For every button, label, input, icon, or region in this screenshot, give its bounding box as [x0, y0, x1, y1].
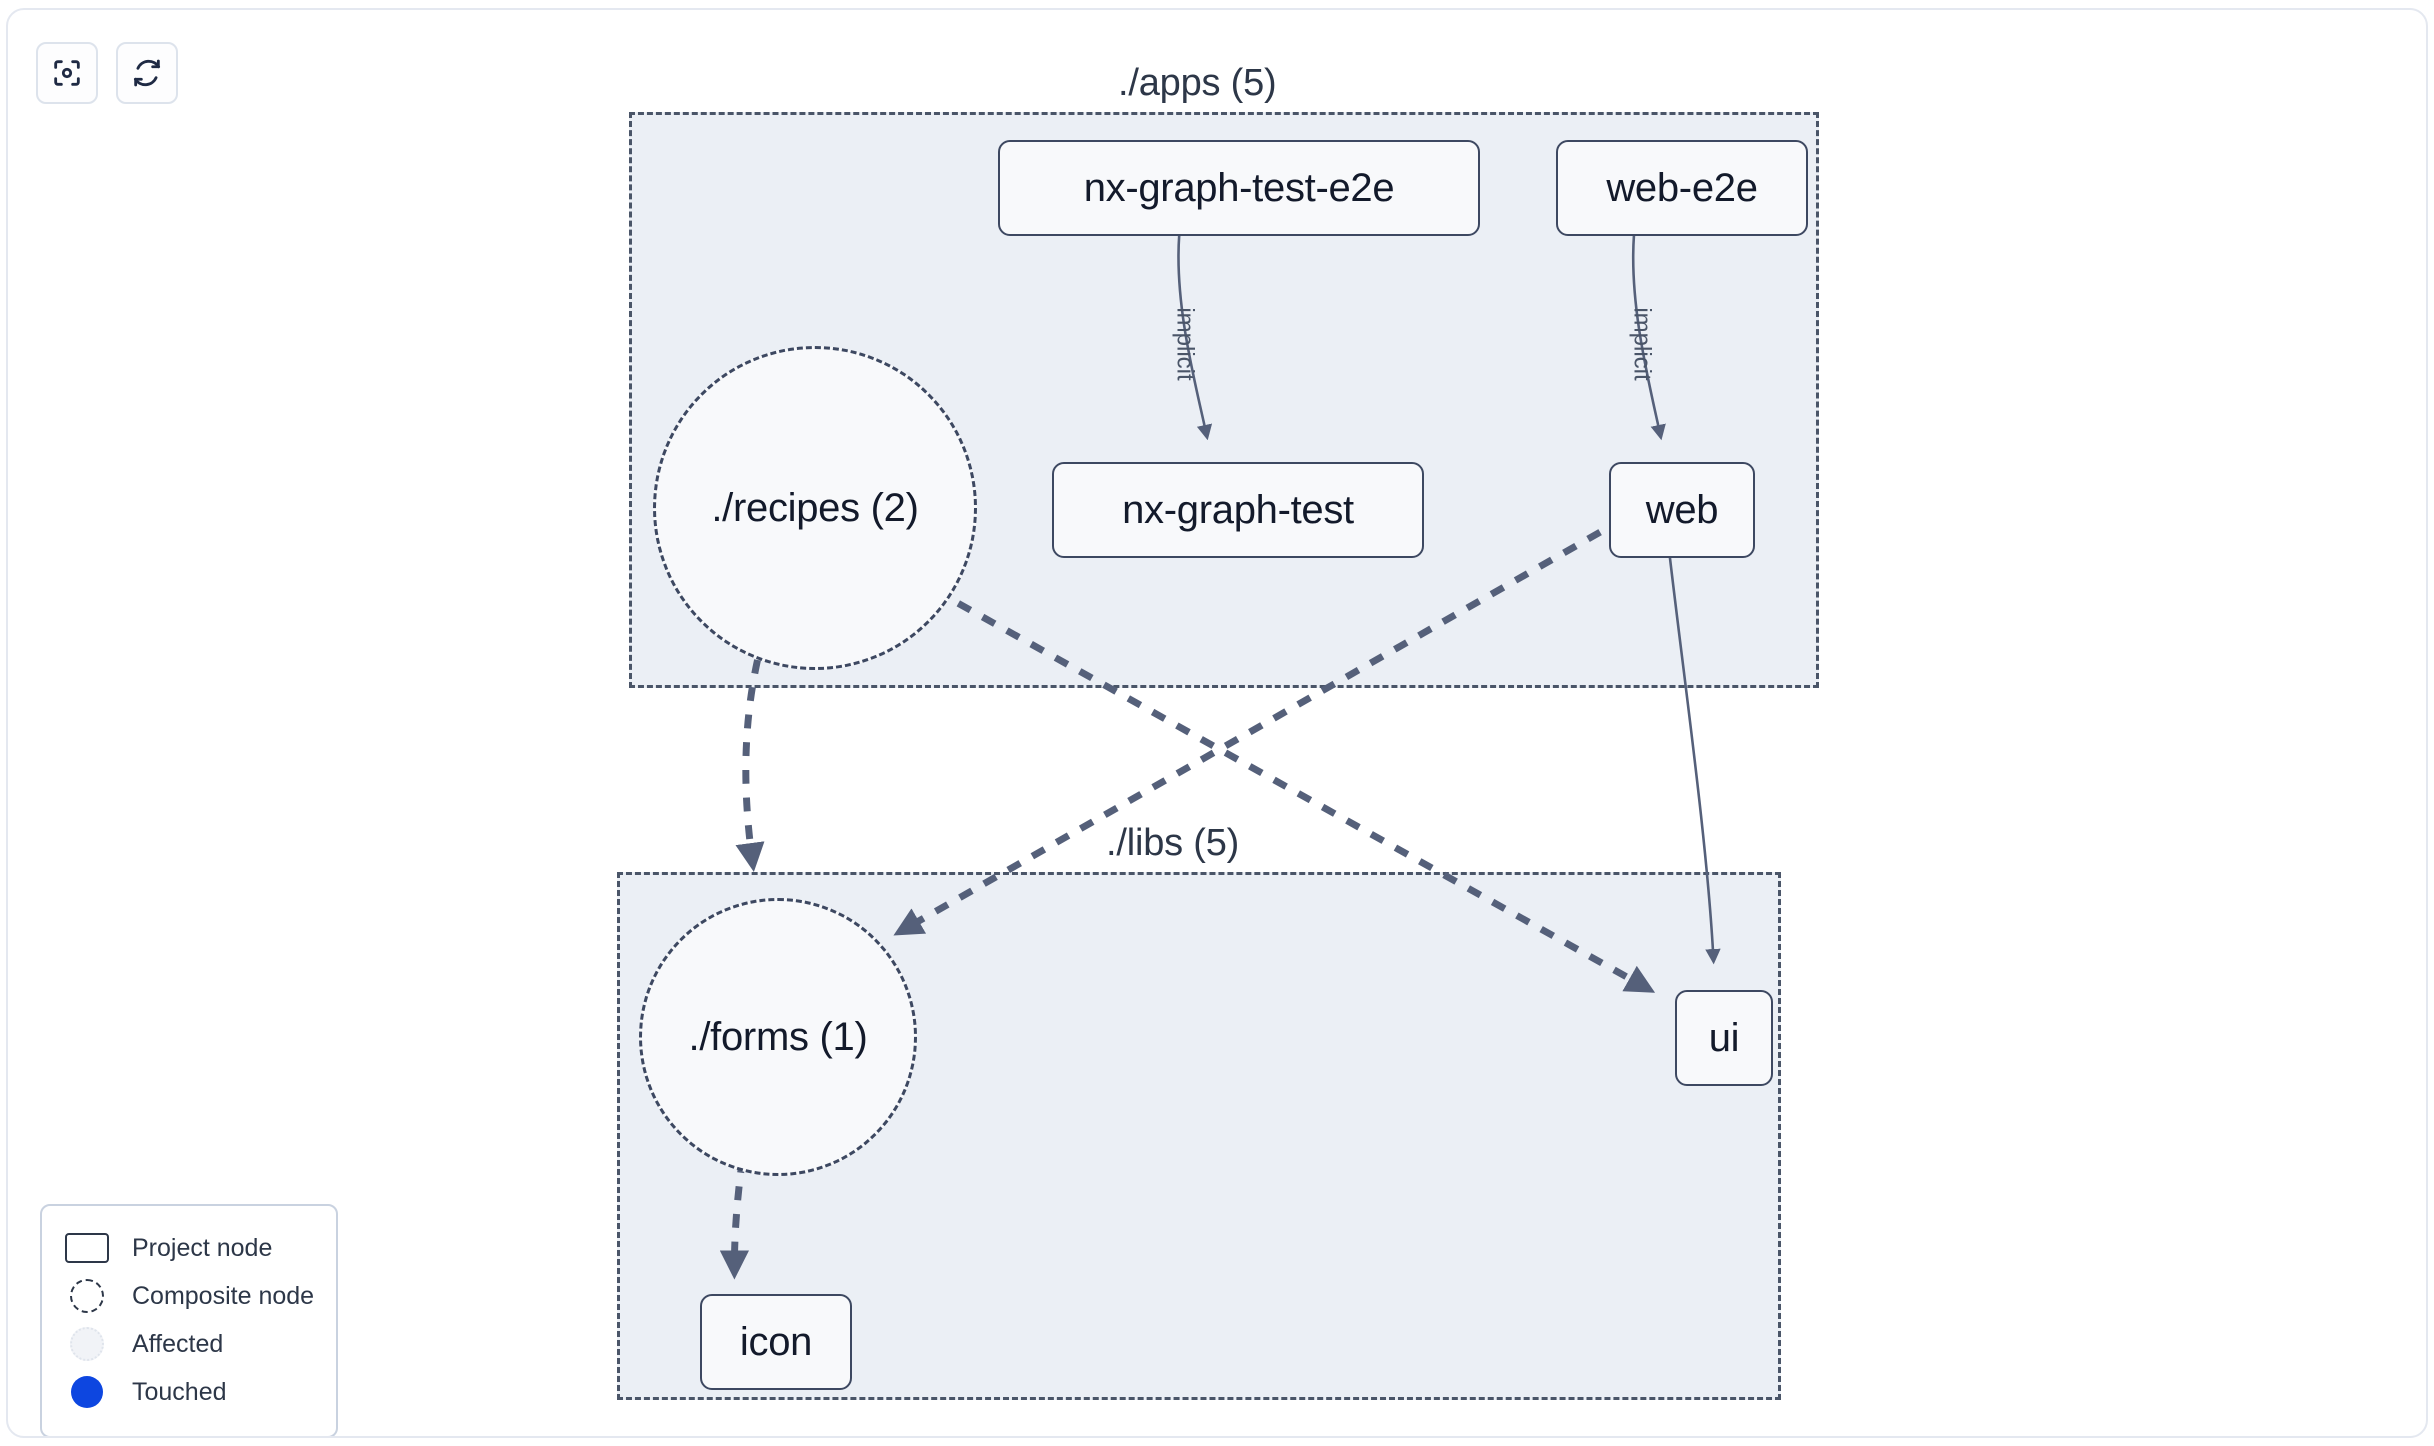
edge-label-implicit-web: implicit — [1628, 307, 1656, 381]
project-node-icon[interactable]: icon — [700, 1294, 852, 1390]
group-label-libs: ./libs (5) — [1106, 822, 1240, 864]
refresh-icon — [130, 56, 164, 90]
project-node-nx-graph-test-e2e[interactable]: nx-graph-test-e2e — [998, 140, 1480, 236]
composite-node-swatch — [64, 1279, 110, 1313]
legend-label-project-node: Project node — [132, 1233, 273, 1262]
focus-graph-button[interactable] — [36, 42, 98, 104]
legend-item-touched: Touched — [64, 1368, 314, 1416]
refresh-graph-button[interactable] — [116, 42, 178, 104]
graph-toolbar — [36, 42, 178, 104]
project-node-nx-graph-test[interactable]: nx-graph-test — [1052, 462, 1424, 558]
touched-swatch — [64, 1375, 110, 1409]
composite-node-recipes[interactable]: ./recipes (2) — [653, 346, 977, 670]
edge-label-implicit-nx-graph-test: implicit — [1171, 307, 1199, 381]
project-node-ui[interactable]: ui — [1675, 990, 1773, 1086]
project-node-swatch — [64, 1231, 110, 1265]
graph-legend: Project node Composite node Affected Tou… — [40, 1204, 338, 1436]
project-node-web-e2e[interactable]: web-e2e — [1556, 140, 1808, 236]
legend-label-touched: Touched — [132, 1377, 227, 1406]
legend-item-project-node: Project node — [64, 1224, 314, 1272]
affected-swatch — [64, 1327, 110, 1361]
composite-node-forms[interactable]: ./forms (1) — [639, 898, 917, 1176]
legend-item-composite-node: Composite node — [64, 1272, 314, 1320]
focus-target-icon — [50, 56, 84, 90]
graph-stage[interactable]: ./apps (5) ./libs (5) — [8, 10, 2426, 1436]
group-label-apps: ./apps (5) — [1118, 62, 1277, 104]
project-node-web[interactable]: web — [1609, 462, 1755, 558]
legend-item-affected: Affected — [64, 1320, 314, 1368]
graph-canvas-panel[interactable]: ./apps (5) ./libs (5) — [6, 8, 2428, 1438]
legend-label-affected: Affected — [132, 1329, 224, 1358]
legend-label-composite-node: Composite node — [132, 1281, 315, 1310]
